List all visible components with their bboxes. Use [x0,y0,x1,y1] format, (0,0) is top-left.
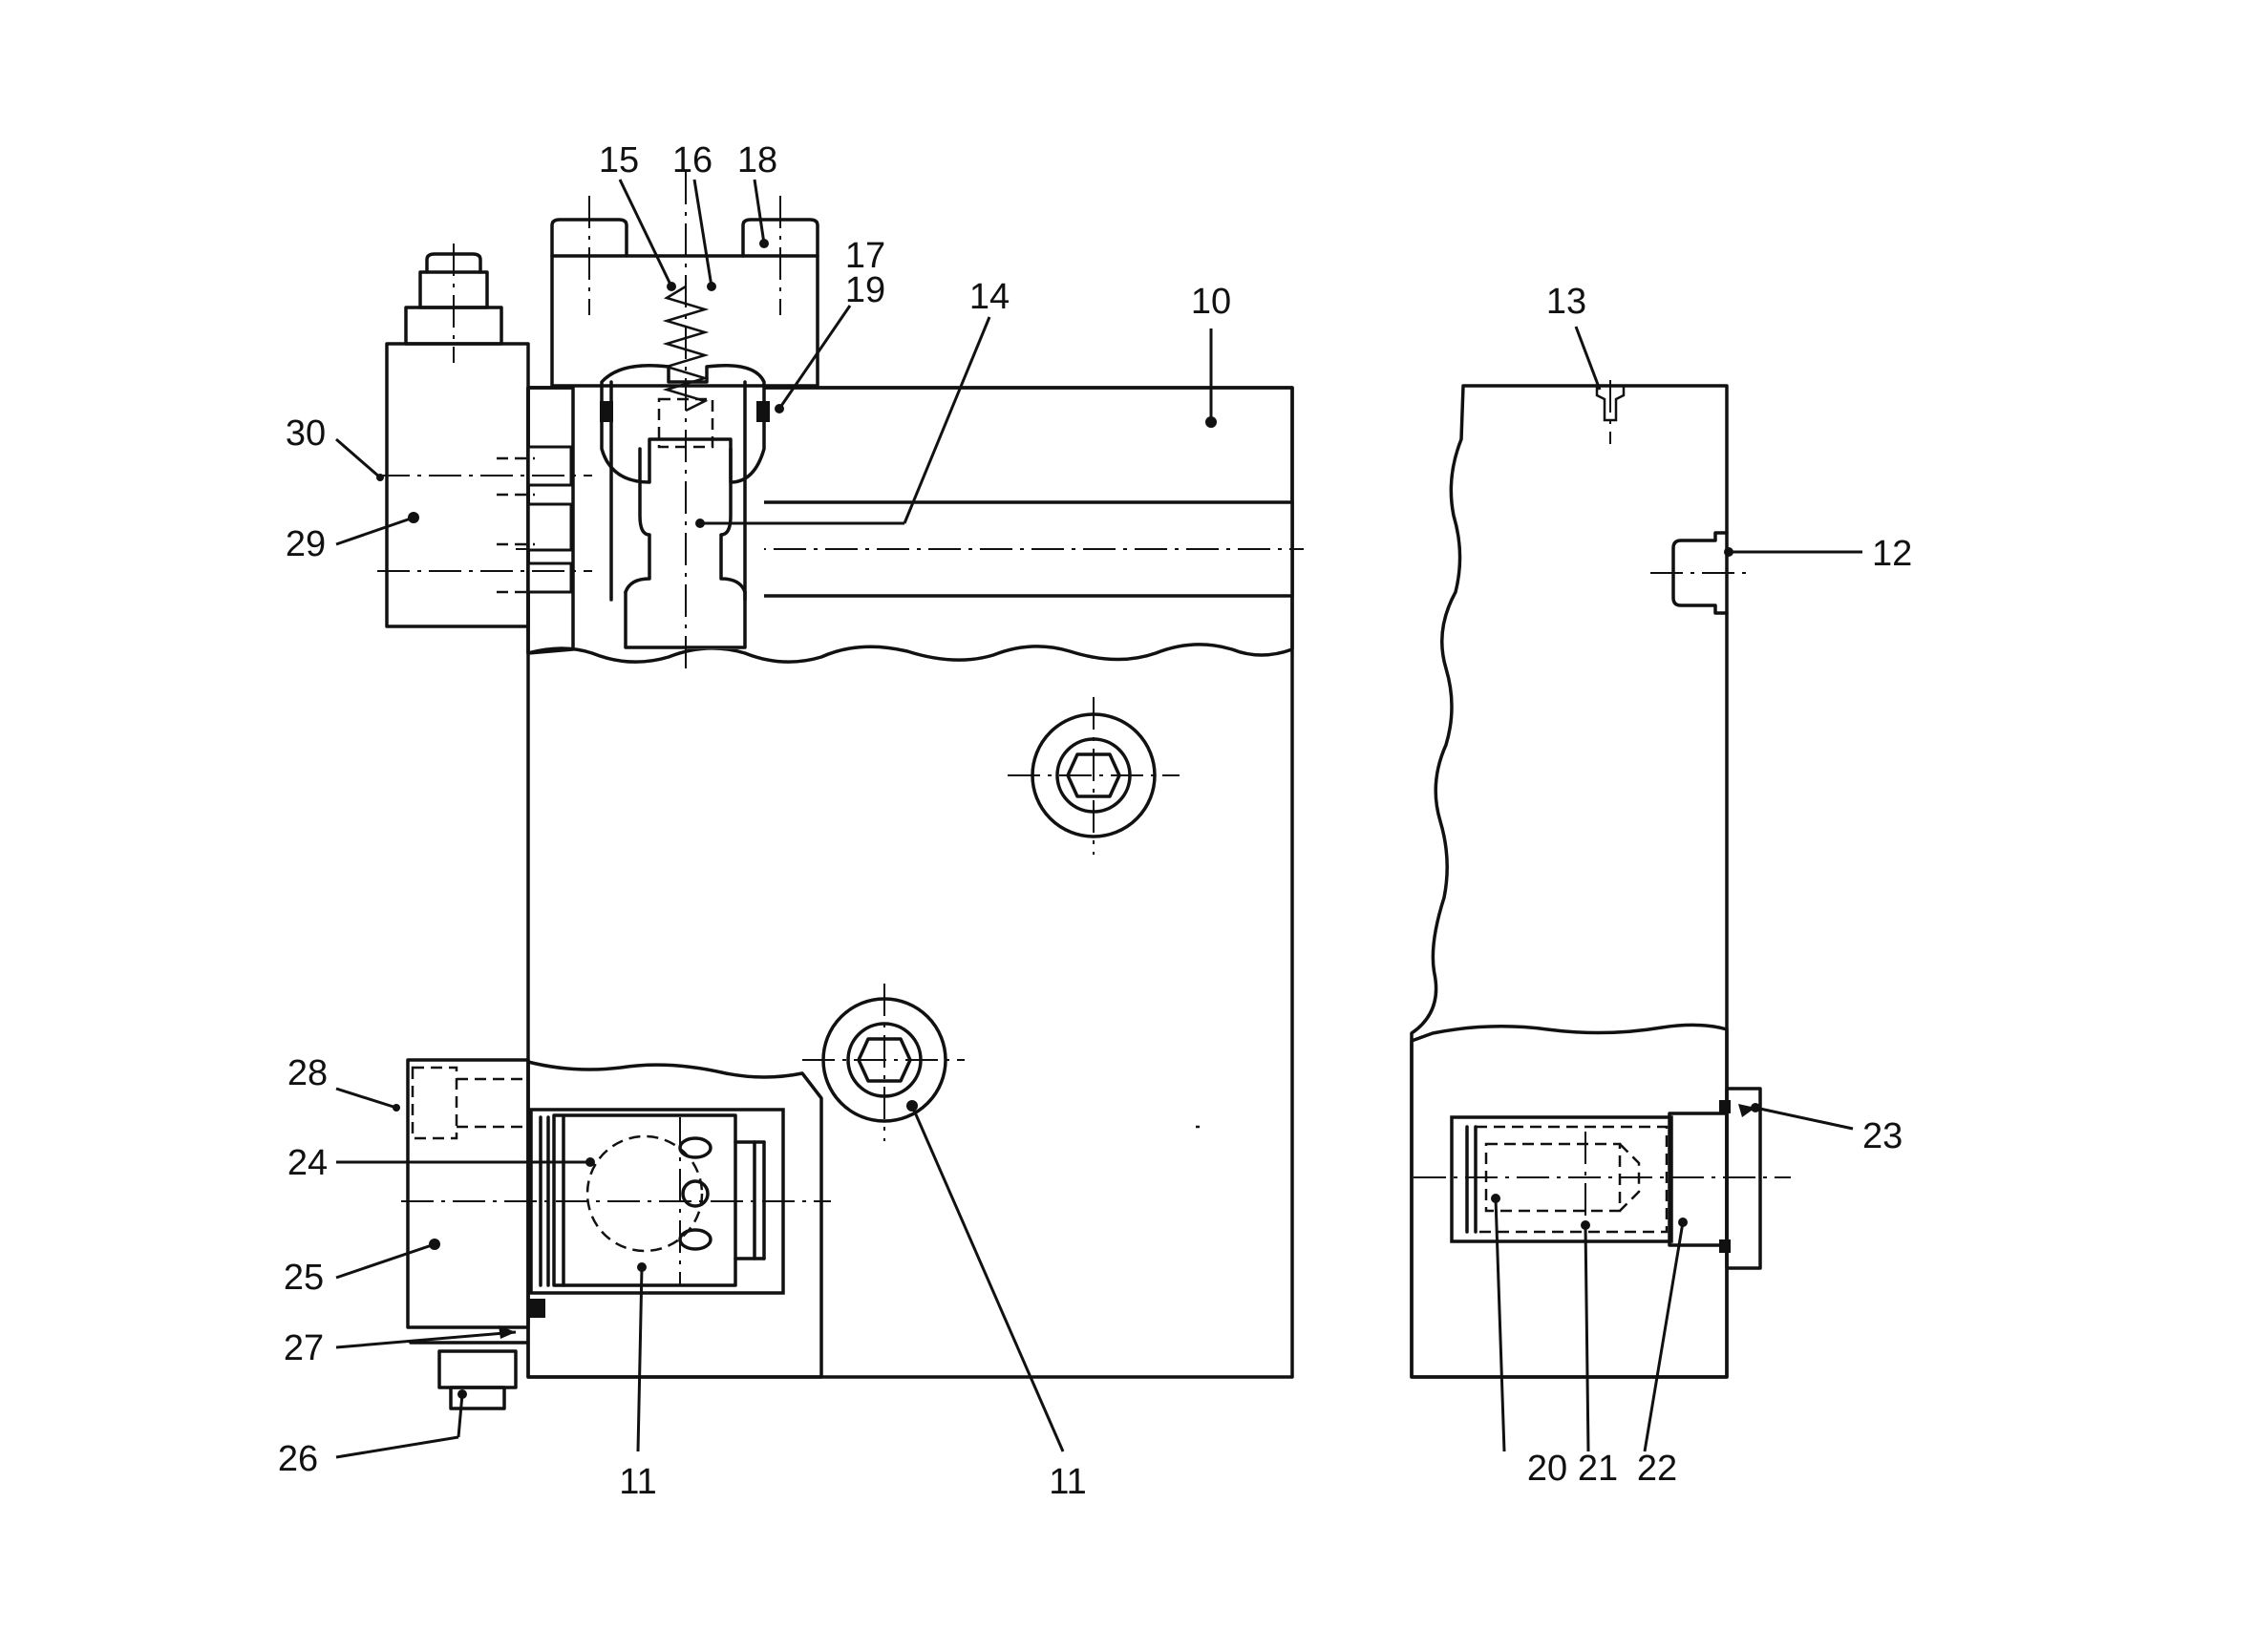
lower-side-block [406,1058,530,1329]
leader-lines [335,179,1862,1459]
front-view [377,172,1304,1410]
callout-16: 16 [672,140,712,180]
callout-11-right: 11 [1049,1462,1086,1502]
callout-24: 24 [287,1143,328,1183]
callout-18: 18 [737,140,777,180]
socket-screw-upper [1008,697,1180,855]
check-ball [585,1134,704,1253]
callout-30: 30 [286,413,326,454]
callout-12: 12 [1872,534,1912,574]
callout-11-left: 11 [619,1462,656,1502]
upper-section-hatching [526,386,1294,664]
callout-20: 20 [1527,1449,1567,1489]
spring-icon [662,285,710,413]
callout-15: 15 [599,140,639,180]
callout-10: 10 [1191,282,1231,322]
callout-25: 25 [284,1258,324,1298]
callout-29: 29 [286,524,326,564]
callout-13: 13 [1546,282,1586,322]
callout-26: 26 [278,1439,318,1479]
side-valve-body [385,342,530,628]
socket-screw-lower [802,984,965,1141]
solenoid-body [550,254,819,388]
callout-27: 27 [284,1328,324,1368]
callout-22: 22 [1637,1449,1677,1489]
side-view [1410,380,1791,1379]
callout-28: 28 [287,1053,328,1093]
callout-17: 17 [845,236,885,276]
callout-21: 21 [1578,1449,1618,1489]
side-view-outline [1410,384,1729,1379]
callout-19: 19 [845,270,885,310]
callout-23: 23 [1862,1116,1903,1156]
callout-labels: 15 16 18 17 19 14 10 13 12 23 30 29 28 2… [278,140,1912,1502]
lower-section-hatching [526,1060,823,1379]
side-lower-hatching [1410,1023,1729,1379]
callout-14: 14 [969,277,1010,317]
